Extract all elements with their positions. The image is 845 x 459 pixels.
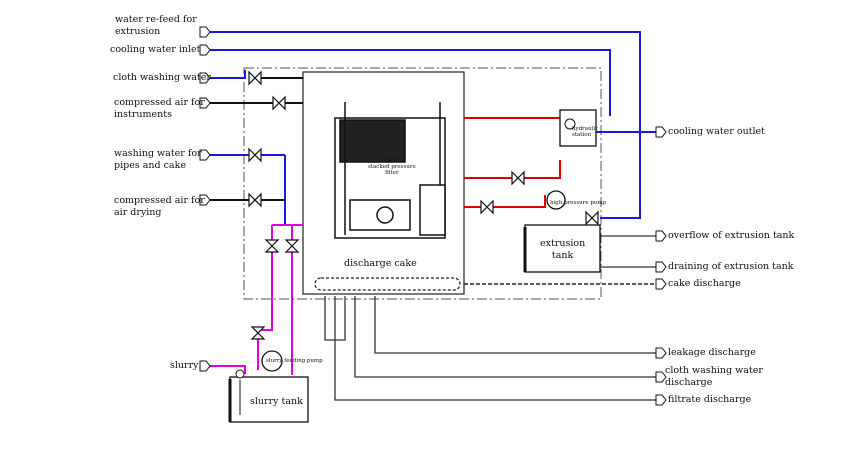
label-extrusion-tank: extrusion tank — [540, 238, 586, 261]
water-lines — [210, 31, 656, 225]
label-slurry-tank: slurry tank — [250, 396, 303, 407]
spf-filter-press — [334, 102, 446, 239]
valves — [248, 70, 599, 340]
discharge-lines — [324, 235, 656, 401]
system-boundary — [243, 67, 602, 300]
slurry-tank — [228, 369, 309, 423]
extrusion-tank — [523, 224, 601, 273]
input-flags — [199, 26, 211, 372]
label-filtrate-discharge: filtrate discharge — [668, 394, 752, 405]
hydraulic-station — [559, 109, 597, 147]
air-lines — [210, 77, 303, 201]
label-spf-filter: SPF stacked pressure filter — [368, 158, 416, 176]
label-washing-water-pipes-cake: washing water for pipes and cake — [114, 148, 202, 171]
label-cloth-washing-discharge: cloth washing water discharge — [665, 365, 763, 388]
hydraulic-lines — [464, 117, 561, 208]
label-cooling-water-inlet: cooling water inlet — [110, 44, 201, 55]
cake-conveyor — [314, 277, 461, 291]
label-slurry-feeding-pump: slurry feeding pump — [266, 358, 323, 364]
label-overflow-extrusion-tank: overflow of extrusion tank — [668, 230, 795, 241]
label-cake-discharge: cake discharge — [668, 278, 741, 289]
label-discharge-cake: discharge cake — [344, 258, 417, 269]
label-compressed-air-instruments: compressed air for instruments — [114, 97, 205, 120]
label-draining-extrusion-tank: draining of extrusion tank — [668, 261, 794, 272]
output-flags — [655, 126, 667, 406]
label-compressed-air-drying: compressed air for air drying — [114, 195, 205, 218]
label-leakage-discharge: leakage discharge — [668, 347, 756, 358]
slurry-feeding-pump — [261, 350, 283, 372]
label-cooling-water-outlet: cooling water outlet — [668, 126, 765, 137]
label-water-refeed: water re-feed for extrusion — [115, 14, 197, 37]
filter-enclosure — [302, 71, 465, 295]
high-pressure-pump — [546, 190, 566, 210]
label-high-pressure-pump: high pressure pump — [550, 200, 607, 206]
label-slurry: slurry — [170, 360, 199, 371]
label-cloth-washing-water: cloth washing water — [113, 72, 211, 83]
label-hydraulic-station: hydraulic station — [572, 126, 599, 138]
slurry-lines — [210, 224, 303, 375]
